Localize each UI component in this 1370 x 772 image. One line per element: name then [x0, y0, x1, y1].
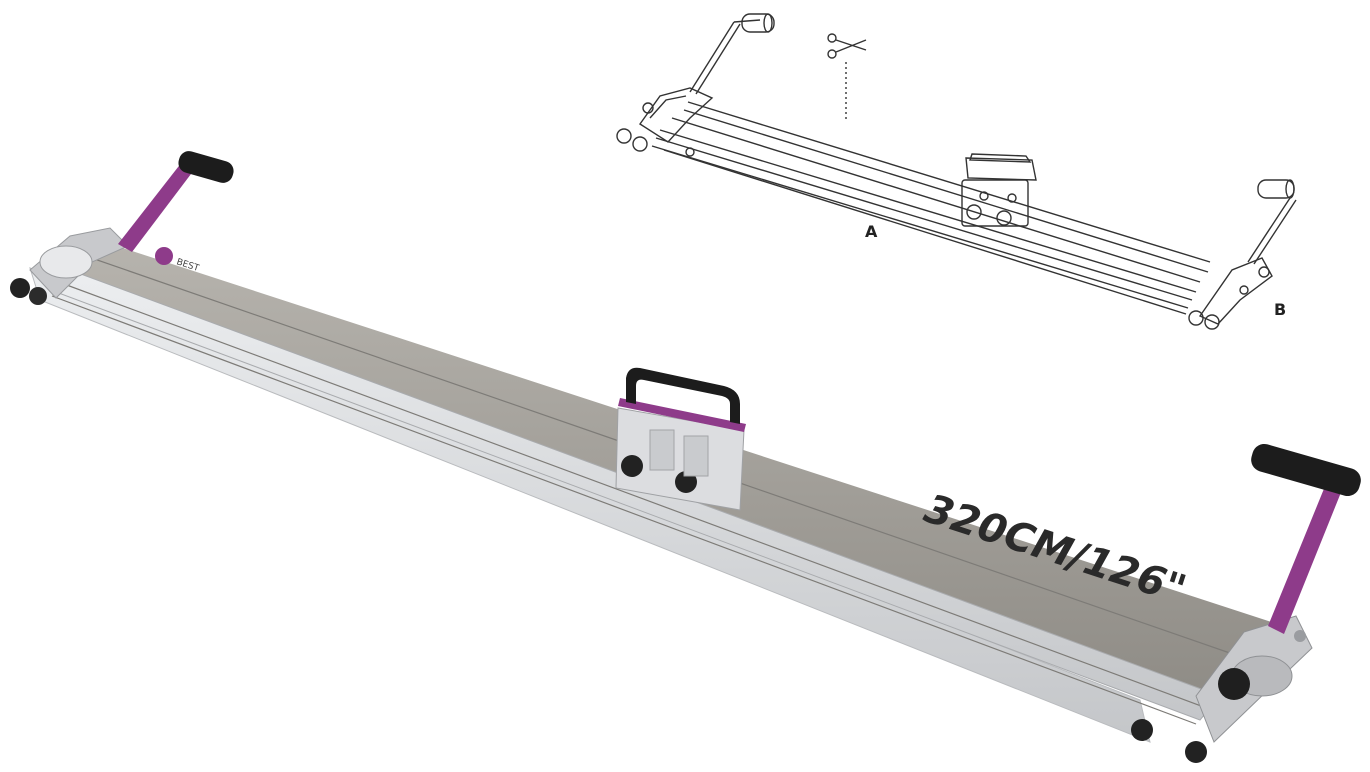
diagram-right-end	[1188, 257, 1273, 330]
diagram-left-end	[616, 87, 714, 157]
diagram-label-a: A	[865, 222, 878, 241]
left-crank-grip	[178, 151, 234, 183]
left-crank-arm	[118, 151, 234, 252]
diagram-left-crank	[689, 13, 775, 95]
carriage-knob-left	[621, 455, 643, 477]
scissors-icon	[827, 33, 867, 59]
diagram-right-crank	[1247, 179, 1297, 265]
right-crank-arm	[1251, 443, 1361, 634]
cutting-carriage	[615, 398, 746, 511]
left-knob	[10, 278, 30, 298]
line-drawing-diagram	[616, 13, 1297, 330]
carriage-handle	[626, 367, 740, 424]
front-channel	[55, 269, 1221, 721]
right-end-cap	[1131, 615, 1313, 763]
diagram-rail	[651, 101, 1211, 315]
diagram-label-b: B	[1274, 300, 1287, 319]
main-product-render: 320CM/126" BEST	[10, 151, 1361, 763]
diagram-carriage	[961, 153, 1037, 227]
right-knob	[1131, 719, 1153, 741]
right-crank-grip	[1251, 443, 1361, 497]
